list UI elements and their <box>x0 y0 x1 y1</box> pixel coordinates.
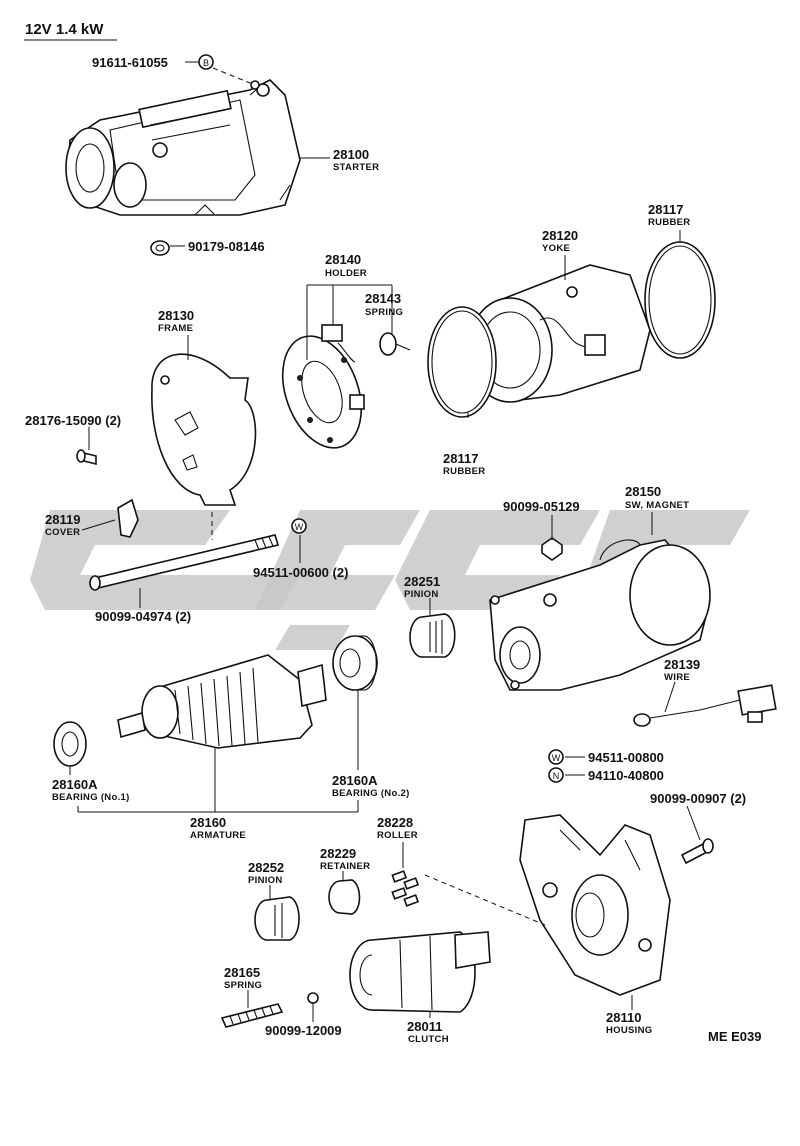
callout-28117b-name: RUBBER <box>443 466 485 477</box>
callout-28160-number: 28160 <box>190 815 226 830</box>
marker-w-94511a <box>291 518 307 534</box>
callout-28120-number: 28120 <box>542 228 578 243</box>
callout-90179-number: 90179-08146 <box>188 239 265 254</box>
clutch-28011-drawing <box>349 931 491 1013</box>
yoke-drawing <box>451 264 651 403</box>
callout-28143-name: SPRING <box>365 307 403 318</box>
roller-28228-drawing <box>391 870 420 907</box>
marker-b-91611-text: B <box>203 58 209 68</box>
callout-28150-number: 28150 <box>625 484 661 499</box>
callout-labels: 91611-61055 28100 STARTER 90179-08146 28… <box>25 55 761 1045</box>
through-bolt-drawing <box>89 512 280 591</box>
screw-28176-drawing <box>76 449 97 466</box>
callout-28251-name: PINION <box>404 589 439 600</box>
callout-28229-number: 28229 <box>320 846 356 861</box>
nut-90179-drawing <box>150 240 170 256</box>
callout-28165-name: SPRING <box>224 980 262 991</box>
callout-90099b-number: 90099-05129 <box>503 499 580 514</box>
armature-drawing <box>117 654 327 749</box>
callout-91611-number: 91611-61055 <box>92 55 168 70</box>
callout-28011-name: CLUTCH <box>408 1034 449 1045</box>
callout-28143-number: 28143 <box>365 291 401 306</box>
magnetic-switch-drawing <box>489 539 711 691</box>
callout-28139-number: 28139 <box>664 657 700 672</box>
callout-28139-name: WIRE <box>664 672 690 683</box>
callout-28100-number: 28100 <box>333 147 369 162</box>
brush-spring-drawing <box>379 332 411 356</box>
marker-w-94511b <box>548 749 564 765</box>
callout-28119-number: 28119 <box>45 512 80 527</box>
callout-28120-name: YOKE <box>542 243 570 254</box>
title-block: 12V 1.4 kW <box>24 21 117 41</box>
callout-28228-number: 28228 <box>377 815 413 830</box>
marker-w-94511b-text: W <box>552 753 561 763</box>
callout-28117a-number: 28117 <box>648 202 683 217</box>
callout-90099c-number: 90099-00907 (2) <box>650 791 746 806</box>
callout-28160A1-number: 28160A <box>52 777 98 792</box>
brush-holder-drawing <box>281 324 365 449</box>
marker-w-94511a-text: W <box>295 522 304 532</box>
callout-28252-number: 28252 <box>248 860 284 875</box>
frame-drawing <box>151 353 257 506</box>
callout-28160-name: ARMATURE <box>190 830 246 841</box>
diagram-code: ME E039 <box>708 1029 761 1044</box>
callout-28160A2-name: BEARING (No.2) <box>332 788 410 799</box>
callout-28130-number: 28130 <box>158 308 194 323</box>
callout-94110-number: 94110-40800 <box>588 768 664 783</box>
leader-lines <box>69 61 701 1022</box>
rubber-ring-28117-right-drawing <box>644 241 716 359</box>
callout-28228-name: ROLLER <box>377 830 418 841</box>
pinion-28251-drawing <box>409 613 456 658</box>
callout-28130-name: FRAME <box>158 323 193 334</box>
marker-symbols: B W W N <box>198 54 564 783</box>
housing-drawing <box>519 814 671 996</box>
callout-28119-name: COVER <box>45 527 80 538</box>
callout-28165-number: 28165 <box>224 965 260 980</box>
bearing-no1-drawing <box>53 721 87 767</box>
callout-28150-name: SW, MAGNET <box>625 500 689 511</box>
callout-94511a-number: 94511-00600 (2) <box>253 565 348 580</box>
callout-28140-number: 28140 <box>325 252 361 267</box>
callout-28117b-number: 28117 <box>443 451 478 466</box>
callout-28100-name: STARTER <box>333 162 379 173</box>
pinion-28252-drawing <box>254 896 300 941</box>
callout-28110-name: HOUSING <box>606 1025 652 1036</box>
callout-90099a-number: 90099-04974 (2) <box>95 609 191 624</box>
marker-b-91611 <box>198 54 214 70</box>
page-title: 12V 1.4 kW <box>25 21 104 38</box>
callout-28229-name: RETAINER <box>320 861 370 872</box>
marker-n-94110 <box>548 767 564 783</box>
callout-28160A1-name: BEARING (No.1) <box>52 792 130 803</box>
callout-90099d-number: 90099-12009 <box>265 1023 342 1038</box>
spring-28165-drawing <box>220 1003 284 1028</box>
callout-94511b-number: 94511-00800 <box>588 750 664 765</box>
callout-28011-number: 28011 <box>407 1019 442 1034</box>
rubber-ring-28117-left-drawing <box>427 306 497 418</box>
ball-90099-12009-drawing <box>307 992 319 1004</box>
retainer-28229-drawing <box>328 879 361 915</box>
starter-assembly-drawing <box>65 79 301 216</box>
callout-28110-number: 28110 <box>606 1010 641 1025</box>
marker-n-94110-text: N <box>553 771 560 781</box>
callout-28251-number: 28251 <box>404 574 440 589</box>
callout-28176-number: 28176-15090 (2) <box>25 413 121 428</box>
callout-28160A2-number: 28160A <box>332 773 378 788</box>
cover-28119-drawing <box>117 498 139 538</box>
callout-28117a-name: RUBBER <box>648 217 690 228</box>
bearing-no2-drawing <box>332 635 378 691</box>
bolt-90099-00907-drawing <box>680 838 714 865</box>
callout-28252-name: PINION <box>248 875 283 886</box>
wire-28139-drawing <box>633 684 777 727</box>
callout-28140-name: HOLDER <box>325 268 367 279</box>
